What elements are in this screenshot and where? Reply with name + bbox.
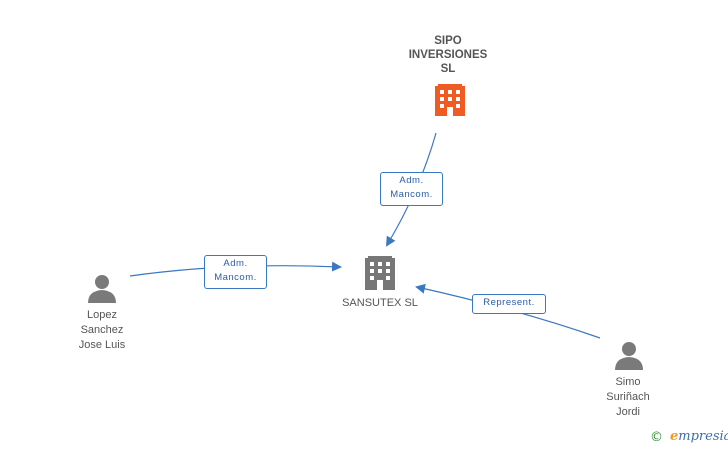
edge-label-line: Mancom. (214, 272, 257, 283)
simo-label[interactable]: Simo Suriñach Jordi (578, 375, 678, 420)
simo-label-line: Simo (615, 376, 641, 388)
building-icon[interactable] (435, 84, 465, 116)
empresia-logo[interactable]: empresia (670, 429, 728, 444)
lopez-label-line: Lopez (87, 309, 117, 321)
sipo-label-line: SL (440, 63, 456, 75)
sipo-label-line: INVERSIONES (408, 49, 488, 61)
edge-label-line: Mancom. (390, 189, 433, 200)
person-icon[interactable] (615, 342, 643, 370)
edge-label-line: Adm. (399, 175, 424, 186)
edge-label-sipo: Adm. Mancom. (380, 172, 443, 206)
simo-label-line: Jordi (616, 406, 640, 418)
lopez-label-line: Sanchez (80, 324, 124, 336)
edge-label-lopez: Adm. Mancom. (204, 255, 267, 289)
edge-label-line: Represent. (483, 297, 535, 308)
brand-initial: e (670, 429, 679, 444)
building-icon[interactable] (365, 256, 395, 290)
sipo-label[interactable]: SIPO INVERSIONES SL (398, 34, 498, 76)
sipo-label-line: SIPO (434, 35, 462, 47)
edge-label-line: Adm. (223, 258, 248, 269)
sansutex-label-line: SANSUTEX SL (342, 297, 418, 309)
lopez-label-line: Jose Luis (78, 339, 126, 351)
person-icon[interactable] (88, 275, 116, 303)
copyright-symbol: © (650, 430, 663, 445)
sansutex-label[interactable]: SANSUTEX SL (330, 296, 430, 311)
lopez-label[interactable]: Lopez Sanchez Jose Luis (52, 308, 152, 353)
brand-rest: mpresia (678, 429, 728, 444)
simo-label-line: Suriñach (606, 391, 650, 403)
edge-label-simo: Represent. (472, 294, 546, 314)
